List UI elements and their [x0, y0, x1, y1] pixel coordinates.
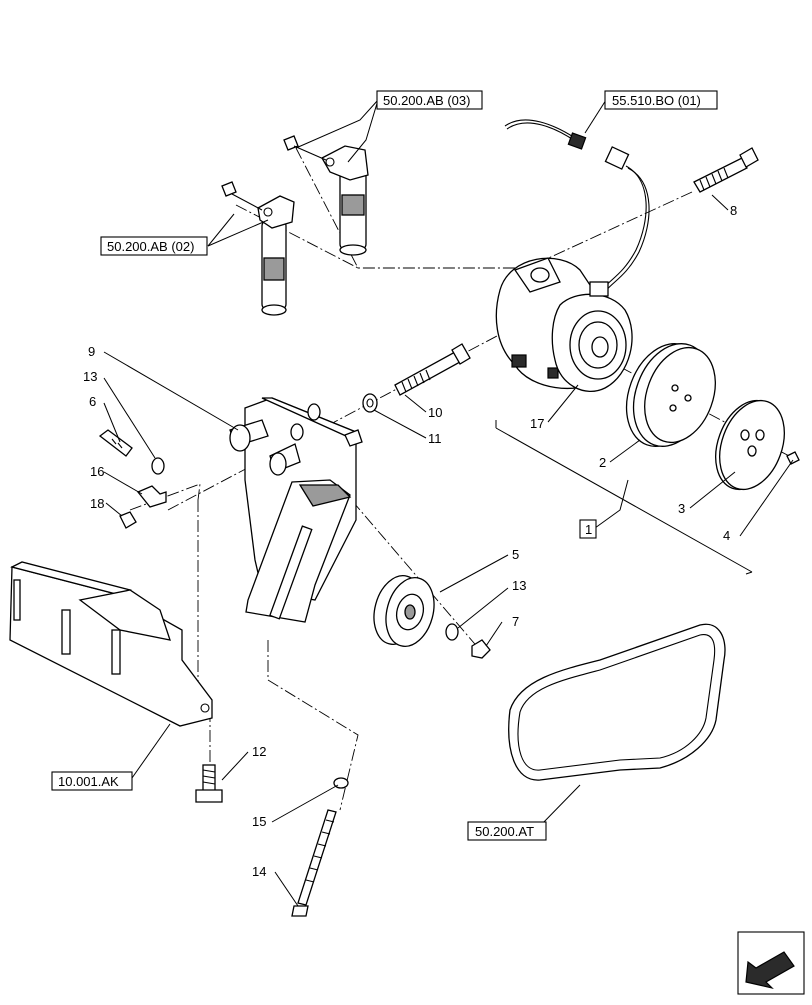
arrow-icon[interactable]: [737, 931, 805, 995]
hose-03: [283, 135, 369, 256]
ref-box-ab03[interactable]: 50.200.AB (03): [376, 90, 483, 110]
ref-box-at[interactable]: 50.200.AT: [467, 821, 547, 841]
ref-ab02-label: 50.200.AB (02): [107, 239, 194, 254]
callout-3: 3: [678, 501, 685, 516]
callout-17: 17: [530, 416, 544, 431]
clip-16: [136, 485, 167, 508]
screw-4: [786, 451, 800, 465]
compressor-pulley: [625, 343, 716, 447]
ref-box-assembly[interactable]: 1: [579, 519, 597, 539]
arrow-icon-glyph: [745, 951, 795, 990]
ref-ak-label: 10.001.AK: [58, 774, 119, 789]
screw-18: [119, 511, 137, 529]
harness: [504, 119, 650, 303]
bolt-8: [693, 147, 759, 193]
callout-12: 12: [252, 744, 266, 759]
assembly-bracket: [495, 420, 753, 575]
ref-ab03-label: 50.200.AB (03): [383, 93, 470, 108]
hose-02: [221, 181, 295, 316]
ref-at-label: 50.200.AT: [475, 824, 534, 839]
ref-assembly-label: 1: [585, 522, 592, 537]
callout-15: 15: [252, 814, 266, 829]
callout-8: 8: [730, 203, 737, 218]
callout-11: 11: [428, 431, 442, 446]
ref-box-ak-frame: [51, 771, 133, 791]
washer-11: [362, 393, 378, 413]
leaders: [103, 99, 794, 907]
washer-13: [151, 457, 165, 475]
callout-14: 14: [252, 864, 266, 879]
callout-13a: 13: [83, 369, 97, 384]
callout-9: 9: [88, 344, 95, 359]
bolt-12: [195, 764, 223, 803]
ref-box-bo01-frame: [604, 90, 718, 110]
callout-10: 10: [428, 405, 442, 420]
bolt-6: [98, 429, 133, 457]
callout-16: 16: [90, 464, 104, 479]
ref-bo01-label: 55.510.BO (01): [612, 93, 701, 108]
drive-belt: [508, 623, 726, 781]
bolt-10: [394, 343, 471, 396]
mounting-bracket: [229, 397, 363, 623]
callout-5: 5: [512, 547, 519, 562]
callouts: 9 13 6 16 18 10 11 17 8 2 3 4 5 13 7 12 …: [83, 203, 737, 879]
compressor: [495, 257, 633, 393]
ref-box-ab03-frame: [376, 90, 483, 110]
ref-box-bo01[interactable]: 55.510.BO (01): [604, 90, 718, 110]
ref-box-ab02[interactable]: 50.200.AB (02): [100, 236, 208, 256]
washer-13b: [445, 623, 459, 641]
front-plate: [715, 399, 785, 491]
washer-11-hole: [366, 398, 374, 408]
callout-4: 4: [723, 528, 730, 543]
nut-7: [471, 639, 491, 659]
frame-bracket: [9, 561, 213, 727]
callout-2: 2: [599, 455, 606, 470]
callout-6: 6: [89, 394, 96, 409]
callout-7: 7: [512, 614, 519, 629]
idler-pulley: [373, 575, 435, 647]
ref-box-ab02-frame: [100, 236, 208, 256]
callout-18: 18: [90, 496, 104, 511]
ref-box-assembly-frame: [579, 519, 597, 539]
bolt-14: [291, 809, 337, 917]
callout-13b: 13: [512, 578, 526, 593]
ref-box-ak[interactable]: 10.001.AK: [51, 771, 133, 791]
ref-box-at-frame: [467, 821, 547, 841]
